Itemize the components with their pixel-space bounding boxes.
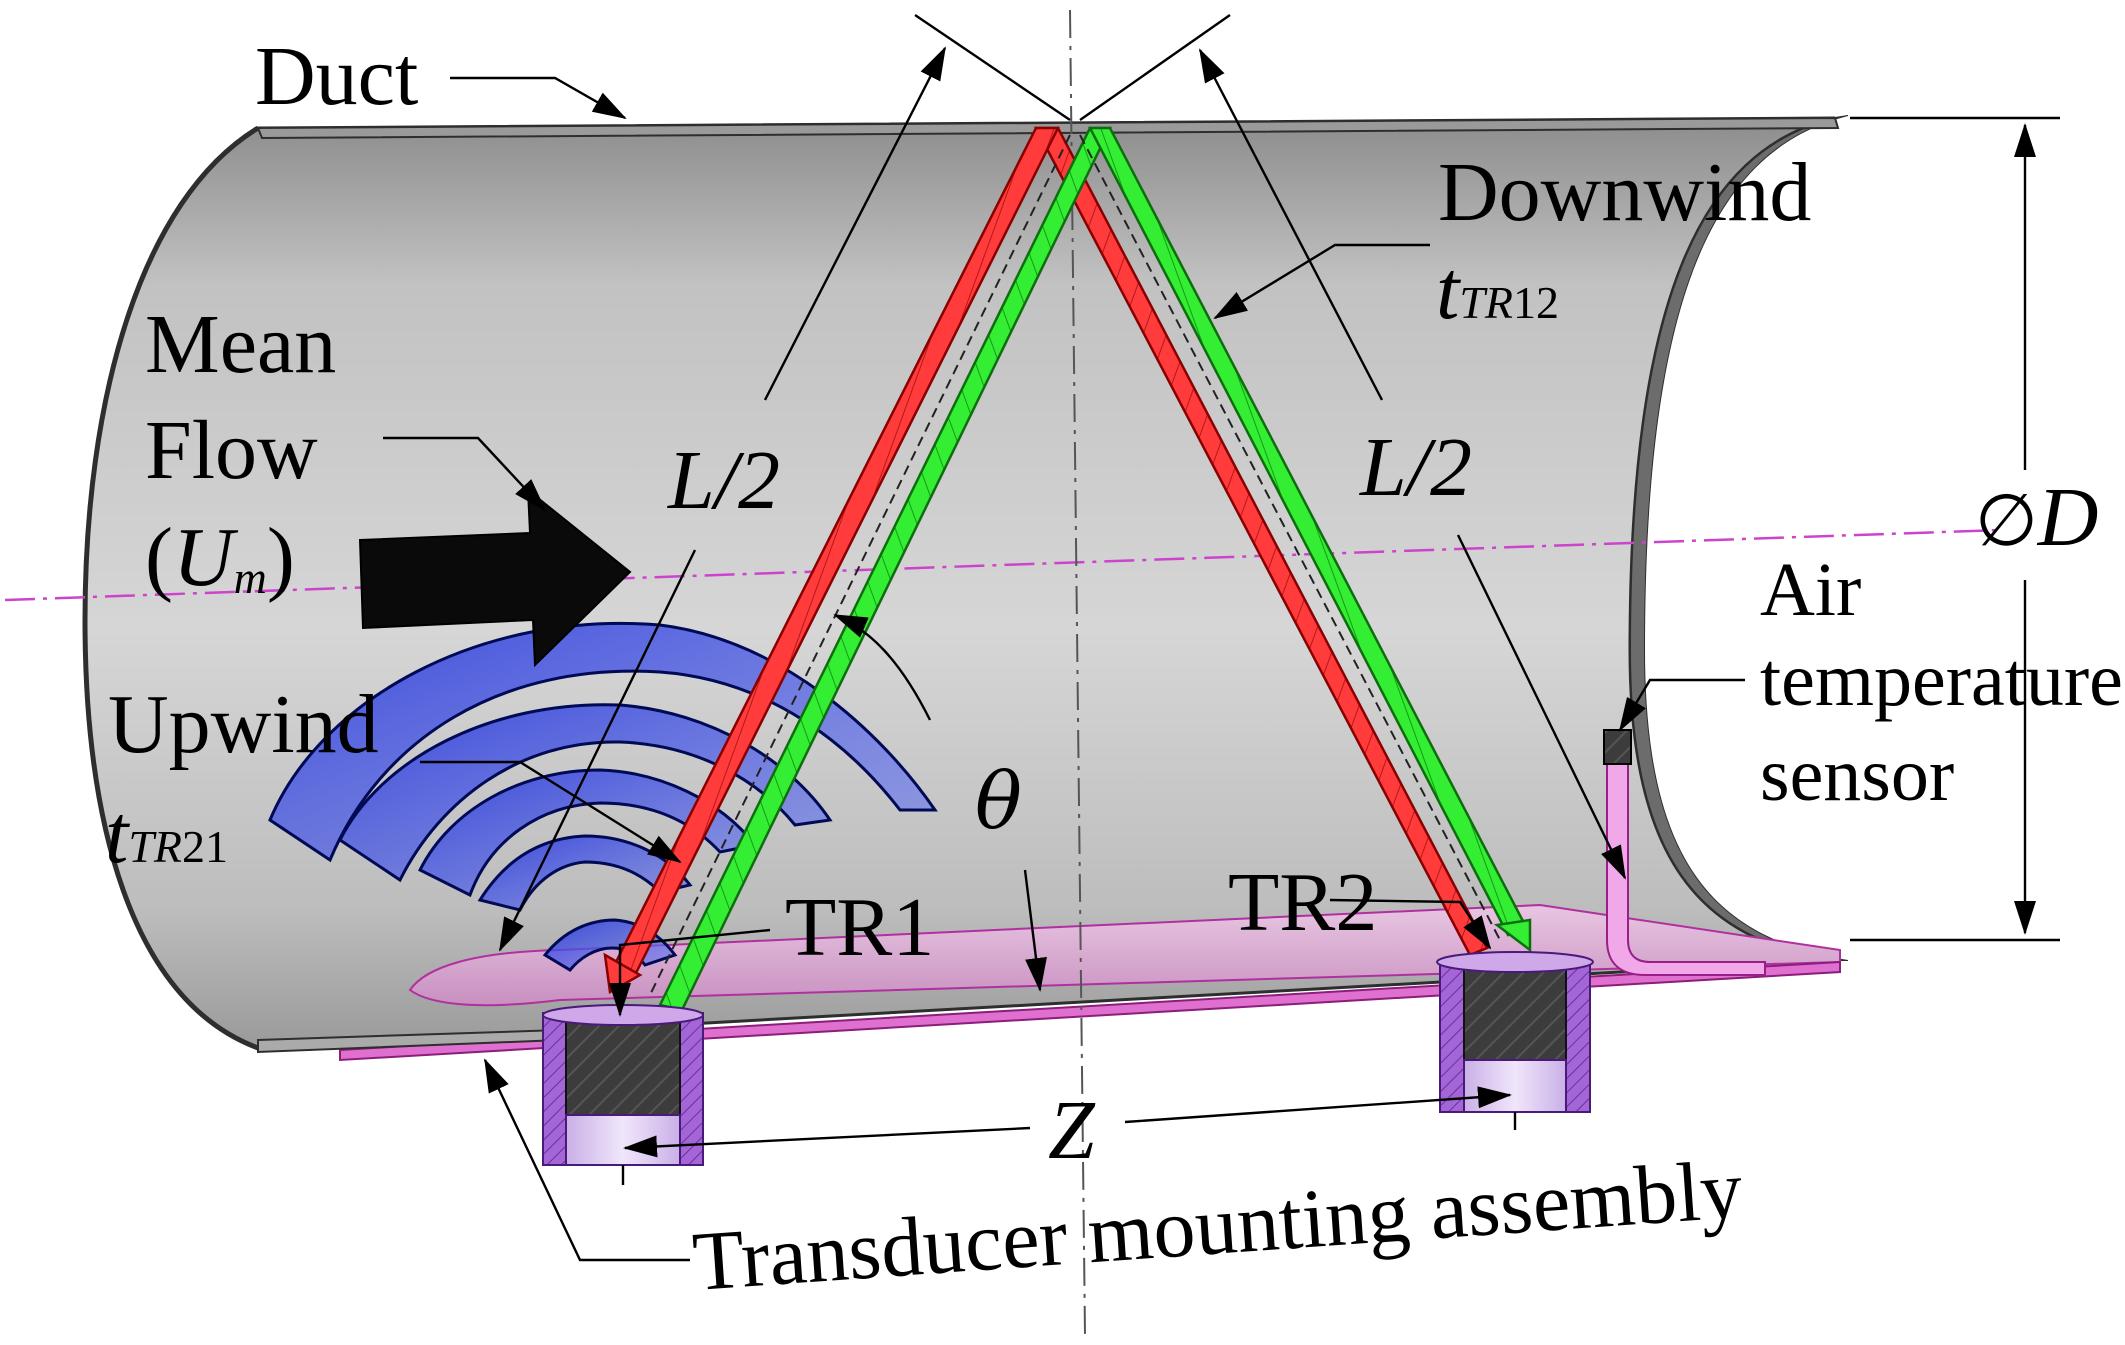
duct-label: Duct [255,30,418,123]
sound-paths [603,126,1532,1012]
apex-extension-right [1079,14,1231,121]
upwind-time-label: tTR21 [105,788,228,881]
upwind-label: Upwind [108,678,379,771]
tr2-leader [1329,898,1492,950]
air-sensor-label-line3: sensor [1760,733,1954,817]
theta-label: θ [975,757,1022,847]
transducer-mount-tr2 [1436,951,1594,1113]
sensor-tip [1603,729,1632,765]
z-dim-left [623,1126,1031,1158]
tr2-rim [1436,951,1594,973]
half-path-right-label: L/2 [1359,421,1472,514]
duct-leader [450,76,627,120]
upwind-leader [420,760,682,864]
path-length-dimensions [498,14,1627,952]
tr2-mount-left-wall [1439,959,1465,1113]
tr2-mount-right-wall [1565,959,1591,1113]
mean-flow-symbol: (Um) [145,511,295,604]
wave-ring-2 [338,703,833,883]
tr1-rim [542,1004,704,1026]
downwind-label: Downwind [1438,146,1811,239]
left-half-dim-lower [498,549,697,952]
z-dim-right [1124,1086,1512,1124]
mean-flow-label-line2: Flow [145,404,318,497]
mean-flow-arrow [358,487,632,668]
tr1-mount-right-wall [679,1012,704,1166]
air-temperature-sensor [1603,729,1766,976]
tr1-leader [609,928,771,1017]
wave-ring-4 [477,834,693,912]
tr1-label: TR1 [785,881,934,974]
symmetry-line [1069,9,1086,1336]
downwind-leader [1213,243,1430,320]
left-half-dim-upper [763,46,947,401]
mean-flow-leader [383,436,547,512]
mounting-leader [483,1058,690,1262]
tr1-transducer [565,1021,681,1116]
tr1-cup [565,1114,681,1166]
tr1-mount-left-wall [542,1012,567,1166]
air-sensor-leader [1618,678,1745,732]
mounting-label: Transducer mounting assembly [690,1143,1745,1309]
spacing-label: Z [1048,1084,1096,1177]
air-sensor-label-line1: Air [1760,548,1861,632]
half-path-left-label: L/2 [667,434,780,527]
sensor-tube [1606,759,1766,976]
diameter-label: ∅D [1975,471,2098,564]
theta-arc-base [1023,869,1047,992]
pipe-centerline [4,528,2001,602]
path-guide-right [1079,134,1501,941]
apex-extension-left [914,14,1071,121]
tr2-transducer [1463,967,1567,1061]
transducer-mount-tr1 [542,1004,704,1166]
duct-shell [83,116,1836,1050]
air-sensor-label-line2: temperature [1760,638,2123,722]
tr2-label: TR2 [1228,856,1377,949]
theta-arc [833,613,932,721]
downwind-time-label: tTR12 [1436,244,1559,337]
tr2-cup [1463,1059,1567,1113]
mean-flow-label-line1: Mean [145,298,336,391]
right-half-dim-upper [1198,48,1384,401]
downwind-path-arrowhead [1493,918,1532,953]
duct-left-rim [82,125,260,1051]
diameter-dimension [1850,116,2060,942]
right-half-dim-lower [1456,534,1627,880]
